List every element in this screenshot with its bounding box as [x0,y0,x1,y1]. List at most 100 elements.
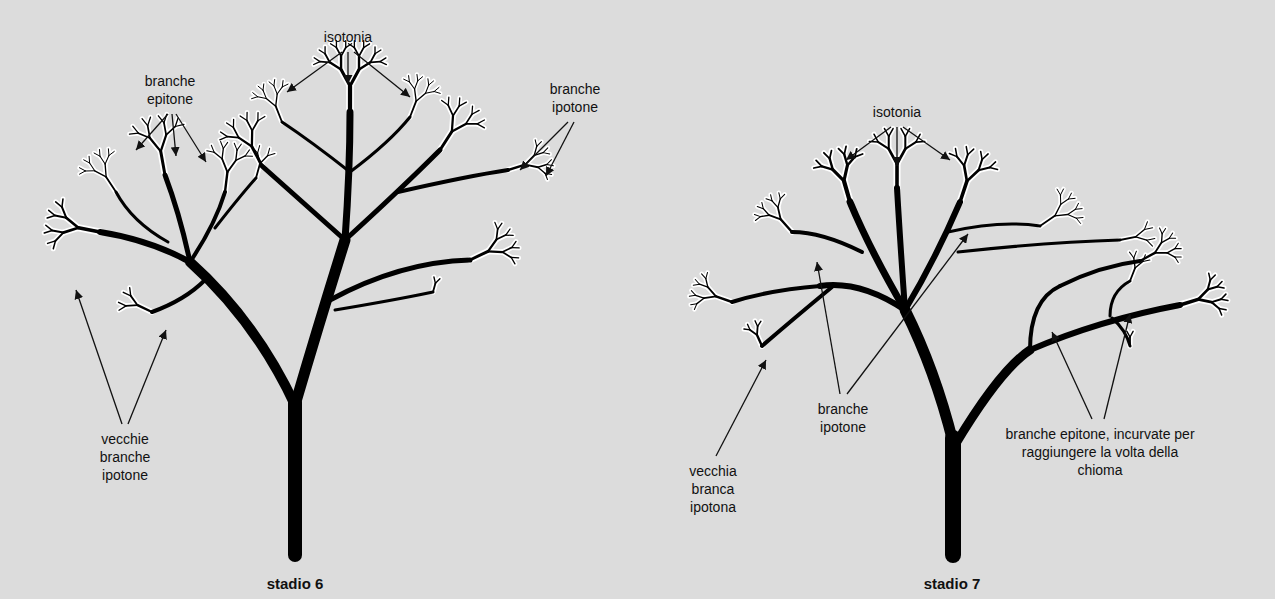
twig [257,113,258,121]
twig-halo [435,279,440,284]
branch [262,166,345,240]
leader-arrow [176,114,206,162]
twig [897,149,905,164]
twig [708,287,716,296]
twig [1127,331,1130,337]
twig [1162,228,1165,233]
twig [895,164,899,188]
twig [535,140,537,147]
twig [755,217,760,221]
twig [380,62,386,65]
twig [240,116,247,121]
twig [340,56,342,69]
twig-halo [252,121,258,131]
twig [330,62,341,69]
branch [116,192,168,242]
twig [404,79,410,82]
twig-halo [960,181,967,202]
twig [282,84,288,87]
twig [1208,287,1217,290]
twig [758,321,761,326]
twig [314,58,320,62]
twig [276,106,282,122]
twig [48,241,56,243]
twig [901,129,905,137]
twig [55,233,63,241]
twig [689,295,695,296]
twig [772,201,778,208]
twig [246,112,247,120]
twig-halo [1221,299,1228,300]
twig-halo [1130,331,1133,337]
twig [496,229,497,239]
twig-halo [763,209,769,216]
annotation-label: isotonia [324,28,372,46]
twig [472,110,479,114]
twig-halo [1040,216,1055,226]
twig [982,154,988,160]
twig [1198,290,1208,300]
branch [100,232,190,262]
twig-halo [78,228,100,232]
twig [506,229,510,235]
twig-halo [359,48,364,57]
twig [1075,208,1082,210]
leader-arrow [546,122,574,176]
branch [948,224,1040,232]
twig [968,149,974,155]
twig [1060,195,1061,204]
twig [370,61,380,63]
twig-halo [452,124,466,132]
twig [211,145,214,152]
annotation-label: branche epitone, incurvate per raggiunge… [1005,425,1195,479]
twig-halo [227,160,235,172]
twig [1068,193,1071,199]
twig [547,160,552,165]
twig [148,117,151,126]
twig [477,124,484,128]
twig-halo [222,159,227,172]
twig [256,164,260,178]
branch [165,175,190,262]
twig [1120,237,1136,240]
leader-arrow [847,234,968,394]
twig [1144,222,1147,230]
twig [1130,331,1133,337]
twig [1210,275,1215,280]
twig [119,302,126,306]
twig [222,148,223,158]
twig-halo [314,58,320,62]
stage-title: stadio 6 [267,575,324,593]
twig [716,296,732,302]
twig [763,209,769,216]
twig-halo [268,154,275,156]
twig [227,160,235,172]
twig [1212,299,1221,302]
twig [258,86,263,90]
leader-arrow [347,52,348,84]
branch [282,122,350,172]
twig [488,240,496,252]
twig [830,151,832,159]
twig [435,279,440,284]
twig [409,82,414,89]
twig [466,114,472,124]
twig [56,202,62,207]
twig [324,47,325,54]
twig [133,126,139,133]
twig-halo [100,156,105,164]
twig-halo [1175,257,1178,262]
twig [771,195,772,201]
twig [695,279,699,284]
branch [398,170,508,192]
leader-arrow [136,114,168,150]
twig-halo [416,93,425,101]
twig [1160,228,1163,234]
annotation-label: branche epitone [130,72,210,108]
twig [252,146,262,166]
tree-branches [44,41,1228,555]
twig [543,148,548,153]
twig [269,82,274,86]
twig-halo [276,106,282,122]
